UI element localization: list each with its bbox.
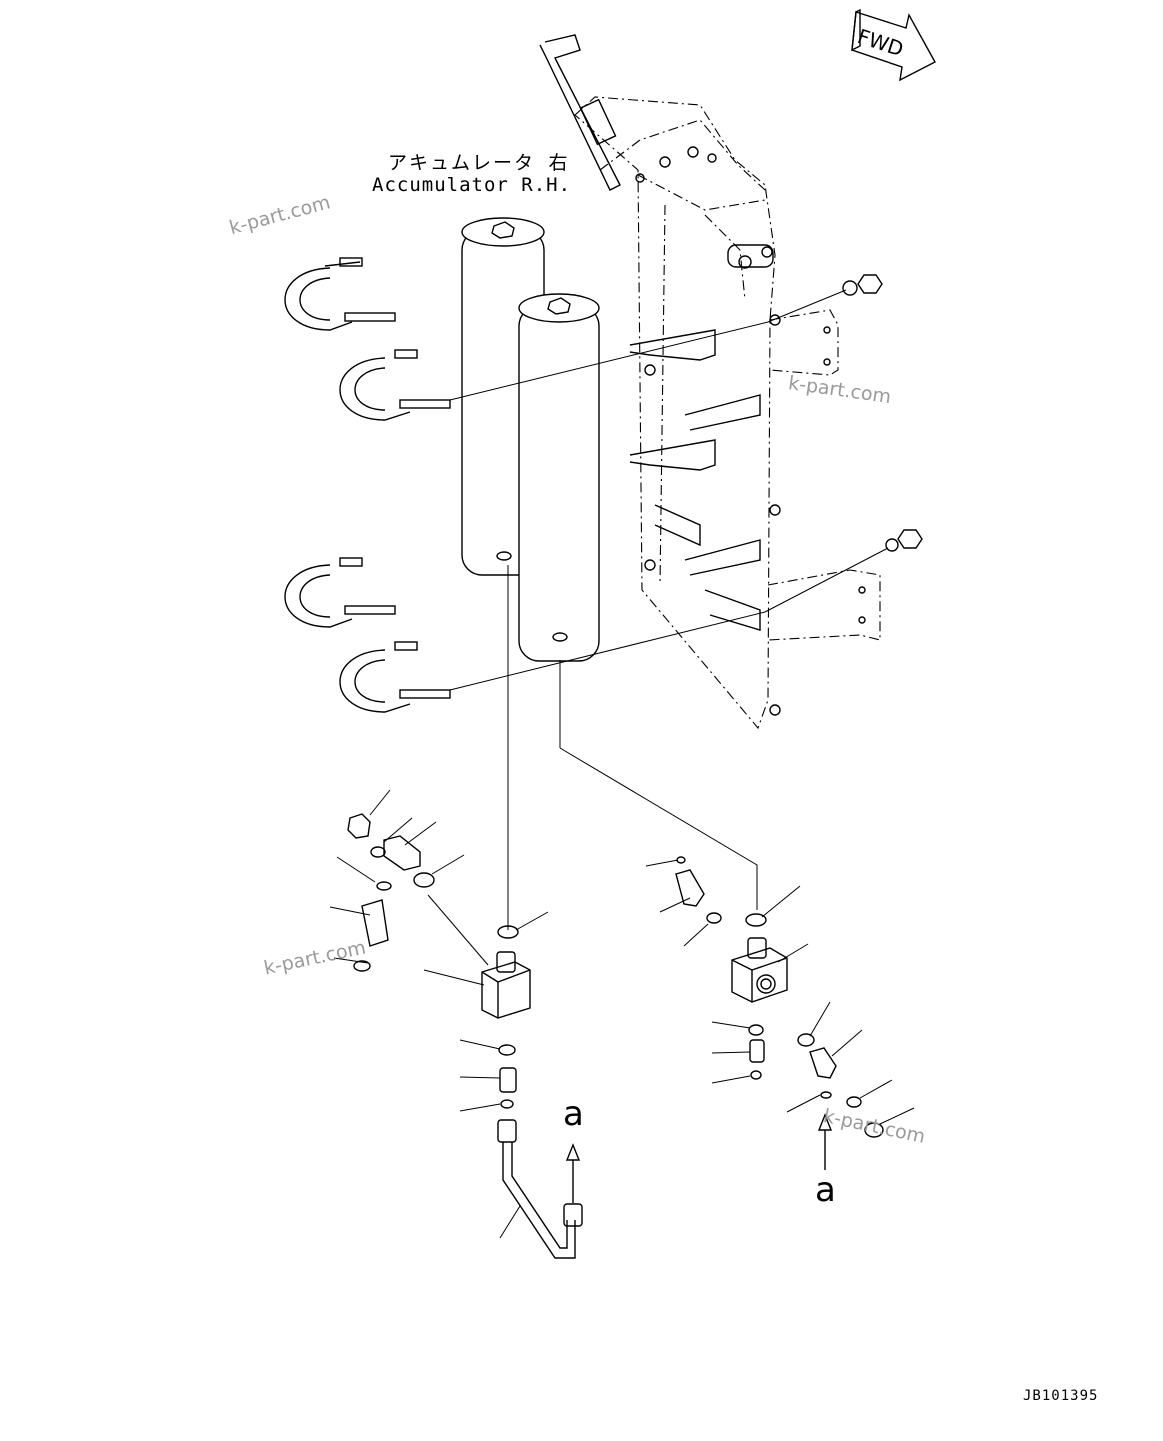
view-marker-a-right: a (815, 1170, 836, 1210)
accumulator-title-en: Accumulator R.H. (372, 174, 572, 196)
band-clamp-2 (339, 349, 451, 421)
band-clamp-3 (284, 557, 396, 628)
mounting-frame (539, 34, 923, 730)
drawing-number: JB101395 (1023, 1388, 1099, 1404)
assembly-lines (427, 289, 889, 966)
view-marker-a-left: a (563, 1094, 584, 1134)
accumulator-title-jp: アキュムレータ 右 (388, 152, 570, 174)
left-valve-group (329, 789, 583, 1259)
right-valve-group (645, 856, 915, 1170)
fwd-arrow-icon (851, 8, 936, 82)
band-clamp-1 (284, 257, 396, 331)
band-clamp-4 (339, 641, 451, 713)
accumulator-front (518, 293, 600, 662)
